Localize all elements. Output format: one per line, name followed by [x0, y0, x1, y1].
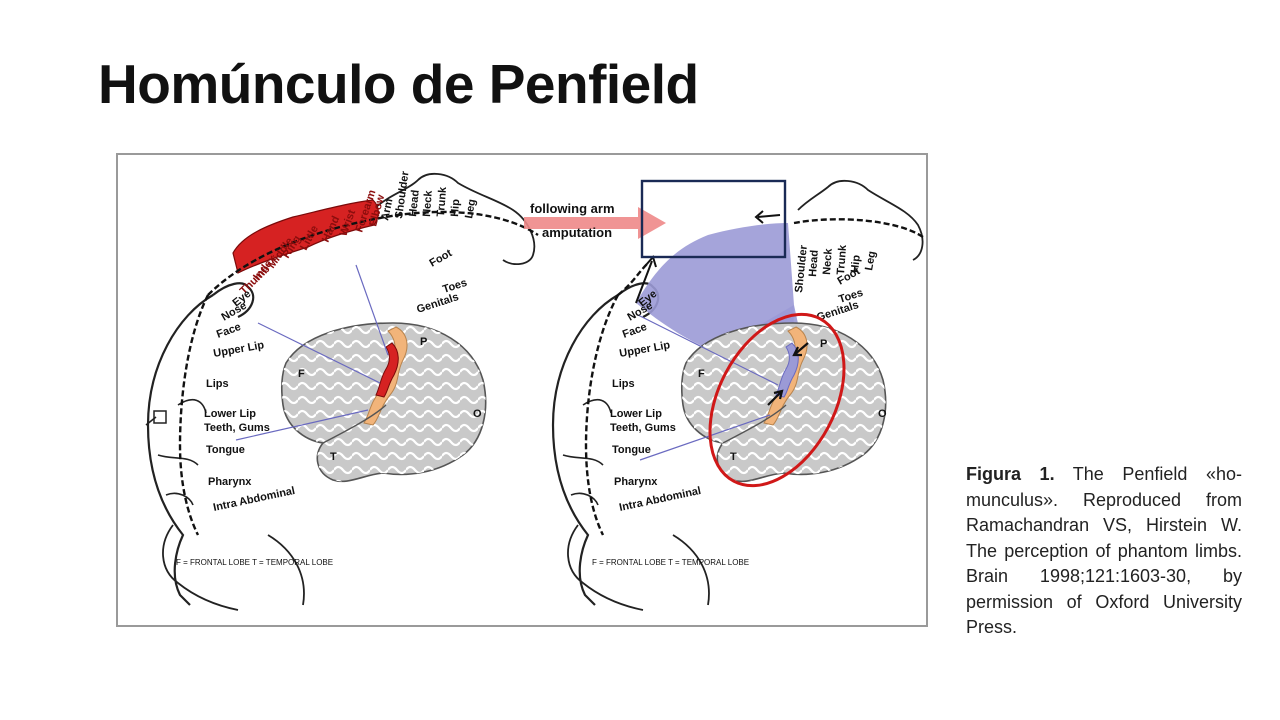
homunculus-diagram: F T P O Hand Little Ring Middle Index Th… [145, 170, 924, 611]
right-face-features [562, 398, 612, 506]
right-label-teeth-gums: Teeth, Gums [610, 422, 676, 434]
right-label-head: Head [807, 250, 821, 278]
left-label-trunk: Trunk [435, 186, 449, 218]
arrow-label-line1: following arm [530, 201, 615, 216]
right-label-lower-lip: Lower Lip [610, 408, 662, 420]
left-label-foot: Foot [428, 247, 455, 269]
left-label-neck: Neck [421, 189, 435, 217]
right-label-tongue: Tongue [612, 444, 651, 456]
right-reassigned-cortex [775, 342, 799, 398]
left-face-features [145, 398, 207, 506]
left-label-upper-lip: Upper Lip [212, 339, 265, 360]
right-cortex-arc [617, 262, 649, 296]
left-head-outline [146, 282, 255, 606]
left-panel: F T P O Hand Little Ring Middle Index Th… [145, 170, 539, 611]
right-label-hip: Hip [849, 254, 863, 273]
left-pointer-arm [355, 264, 389, 356]
left-label-tongue: Tongue [206, 444, 245, 456]
left-sylvian-fissure [322, 404, 387, 444]
penfield-figure: F T P O Hand Little Ring Middle Index Th… [116, 153, 928, 627]
right-label-upper-lip: Upper Lip [618, 339, 671, 360]
right-label-pharynx: Pharynx [614, 476, 658, 488]
right-jaw [567, 524, 710, 611]
right-label-leg: Leg [863, 250, 878, 271]
right-label-shoulder: Shoulder [793, 244, 810, 293]
right-lobe-f: F [698, 368, 705, 380]
left-label-leg: Leg [463, 198, 478, 219]
left-label-genitals: Genitals [415, 291, 460, 316]
right-panel: following arm amputation [524, 179, 924, 611]
left-legend: F = FRONTAL LOBE T = TEMPORAL LOBE [176, 558, 333, 567]
highlight-ellipse [708, 312, 846, 488]
right-lobe-o: O [878, 408, 887, 420]
left-label-arm: Arm [379, 197, 395, 221]
caption-text: The Penfield «ho-munculus». Reproduced f… [966, 464, 1242, 637]
arrow-label-line2: amputation [542, 225, 612, 240]
left-label-teeth-gums: Teeth, Gums [204, 422, 270, 434]
caption-label: Figura 1. [966, 464, 1055, 484]
left-label-pharynx: Pharynx [208, 476, 252, 488]
left-label-lower-lip: Lower Lip [204, 408, 256, 420]
left-lobe-o: O [473, 408, 482, 420]
right-lobe-t: T [730, 451, 737, 463]
left-arm-cortex [375, 342, 399, 398]
left-ear [153, 410, 167, 424]
left-lobe-t: T [330, 451, 337, 463]
right-label-face: Face [621, 321, 649, 341]
highlight-box [640, 179, 787, 259]
right-legend: F = FRONTAL LOBE T = TEMPORAL LOBE [592, 558, 749, 567]
right-label-trunk: Trunk [835, 244, 849, 276]
right-cortex-arrows [767, 342, 809, 406]
left-lobe-f: F [298, 368, 305, 380]
right-pointer-tongue [639, 414, 771, 461]
right-face-arc [584, 294, 620, 536]
left-pointer-tongue [235, 409, 369, 441]
right-pointer-face [637, 314, 779, 386]
right-lobe-p: P [820, 338, 827, 350]
amputation-arrow [524, 207, 666, 239]
left-arm-region [232, 199, 379, 274]
left-jaw [162, 524, 305, 611]
right-sylvian-fissure [722, 404, 787, 444]
left-label-face: Face [215, 321, 243, 341]
figure-caption: Figura 1. The Penfield «ho-munculus». Re… [966, 462, 1242, 641]
right-body-arc [793, 218, 924, 238]
slide-title: Homúnculo de Penfield [98, 53, 699, 115]
left-pointer-face [257, 322, 381, 384]
right-label-lips: Lips [612, 378, 635, 390]
left-label-hip: Hip [449, 198, 462, 217]
left-lobe-p: P [420, 336, 427, 348]
left-body-outline [372, 173, 536, 266]
left-cortex-arc [207, 210, 539, 296]
left-label-head: Head [407, 189, 422, 217]
left-label-lips: Lips [206, 378, 229, 390]
left-label-intra-abdominal: Intra Abdominal [212, 485, 296, 514]
right-label-intra-abdominal: Intra Abdominal [618, 485, 702, 514]
right-small-arrow [754, 210, 781, 224]
left-face-arc [178, 294, 210, 536]
right-label-neck: Neck [821, 247, 835, 275]
